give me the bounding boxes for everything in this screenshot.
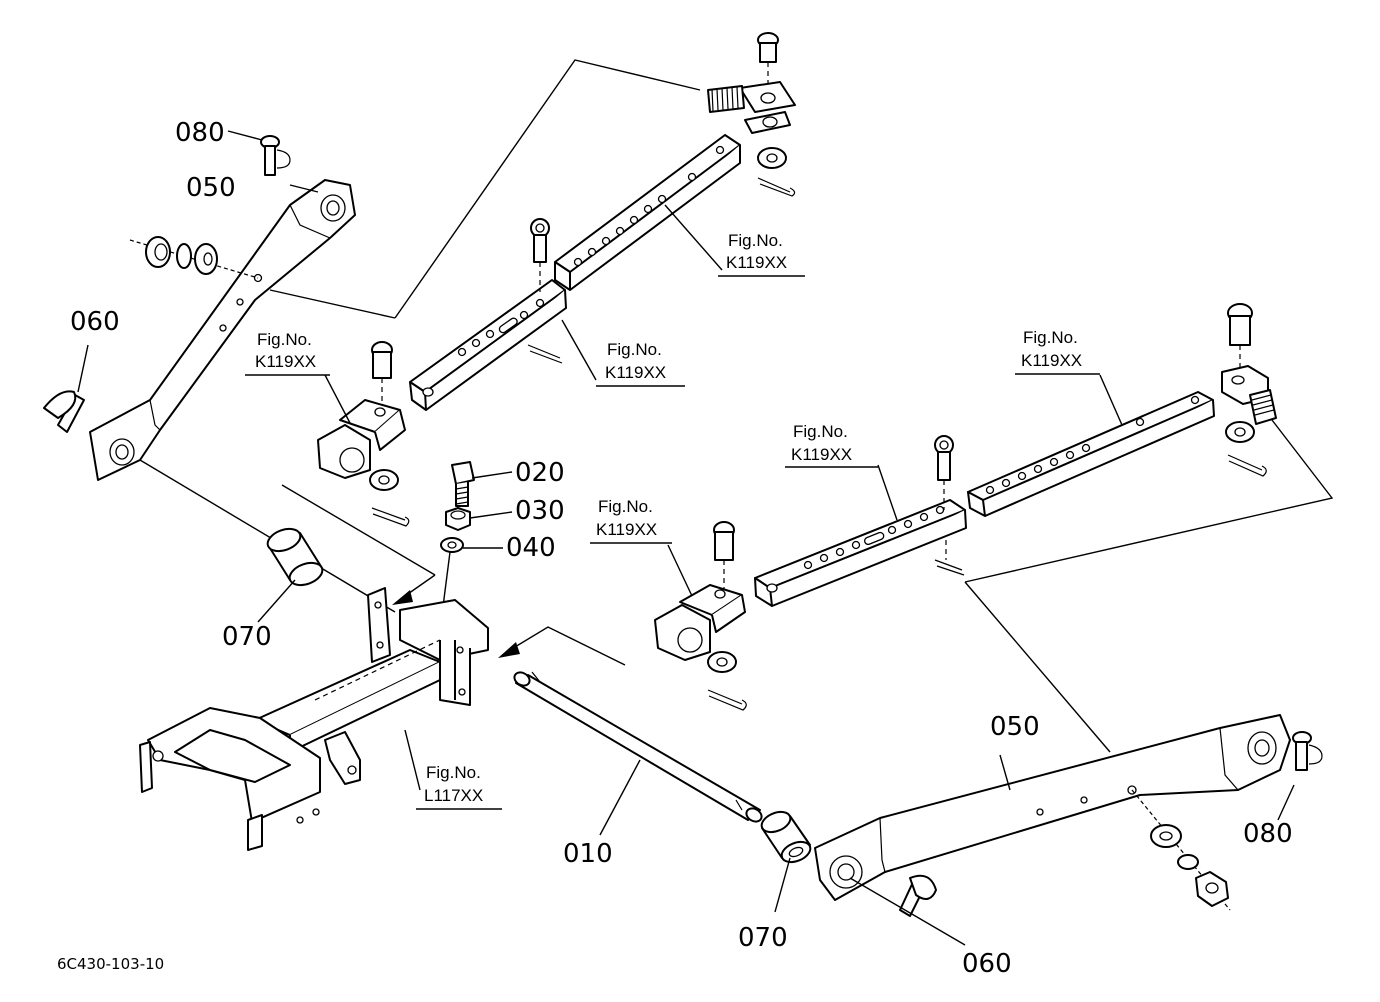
top-link-tube-lower[interactable] (409, 279, 567, 411)
top-link-clevis-lower[interactable] (317, 341, 410, 527)
label-080-top: 080 (175, 118, 225, 148)
svg-text:K119XX: K119XX (1021, 351, 1082, 370)
collar-070-bottom[interactable] (759, 808, 814, 913)
svg-text:K119XX: K119XX (255, 352, 316, 371)
svg-text:Fig.No.: Fig.No. (607, 340, 662, 359)
figref-top-link-upper[interactable]: Fig.No. K119XX (718, 231, 805, 277)
figref-right-link-middle[interactable]: Fig.No. K119XX (785, 422, 878, 468)
pin-060-left[interactable] (43, 344, 89, 433)
shaft-010[interactable] (512, 670, 764, 836)
right-link-clevis-upper[interactable] (1221, 303, 1277, 477)
label-070-left: 070 (222, 622, 272, 652)
nut-washer-set-left[interactable] (129, 236, 259, 279)
label-010: 010 (563, 839, 613, 869)
figref-right-link-clevis[interactable]: Fig.No. K119XX (590, 497, 672, 544)
top-link-lock-pin[interactable] (527, 218, 563, 364)
nut-washer-set-right[interactable] (1131, 789, 1231, 911)
label-050-bottom: 050 (990, 712, 1040, 742)
lower-link-left[interactable] (89, 179, 356, 481)
figref-right-link-upper[interactable]: Fig.No. K119XX (1015, 328, 1100, 375)
pin-080-right[interactable] (1277, 731, 1323, 821)
right-link-tube-lower[interactable] (754, 499, 967, 607)
collar-070-left[interactable] (257, 525, 325, 623)
svg-text:L117XX: L117XX (424, 786, 483, 805)
svg-text:K119XX: K119XX (596, 520, 657, 539)
label-070-bottom: 070 (738, 923, 788, 953)
svg-text:Fig.No.: Fig.No. (728, 231, 783, 250)
arrow-left-bracket (281, 484, 436, 605)
figref-top-link-middle[interactable]: Fig.No. K119XX (596, 340, 685, 387)
figref-top-link-clevis[interactable]: Fig.No. K119XX (245, 330, 330, 376)
label-080-right: 080 (1243, 819, 1293, 849)
lower-link-right[interactable] (814, 714, 1291, 901)
label-060-left: 060 (70, 307, 120, 337)
svg-text:Fig.No.: Fig.No. (426, 763, 481, 782)
svg-text:Fig.No.: Fig.No. (793, 422, 848, 441)
hitch-frame[interactable] (139, 587, 489, 851)
document-id: 6C430-103-10 (57, 955, 164, 973)
svg-text:Fig.No.: Fig.No. (257, 330, 312, 349)
pin-080-top[interactable] (227, 130, 319, 193)
svg-text:Fig.No.: Fig.No. (1023, 328, 1078, 347)
pin-060-bottom[interactable] (849, 874, 966, 946)
washer-040[interactable] (440, 537, 503, 553)
top-link-clevis-upper[interactable] (707, 32, 796, 197)
svg-text:Fig.No.: Fig.No. (598, 497, 653, 516)
label-060-bottom: 060 (962, 949, 1012, 979)
right-link-tube-upper[interactable] (967, 391, 1215, 517)
label-020: 020 (515, 458, 565, 488)
label-040: 040 (506, 533, 556, 563)
svg-text:K119XX: K119XX (726, 253, 787, 272)
right-link-lock-pin[interactable] (934, 435, 965, 576)
arrow-right-bracket (498, 626, 626, 666)
top-link-tube-upper[interactable] (554, 134, 741, 291)
label-050-top: 050 (186, 173, 236, 203)
figref-frame[interactable]: Fig.No. L117XX (416, 763, 502, 810)
label-030: 030 (515, 496, 565, 526)
right-link-clevis-lower[interactable] (654, 521, 747, 711)
bolt-020[interactable] (451, 461, 513, 507)
svg-text:K119XX: K119XX (791, 445, 852, 464)
nut-030[interactable] (445, 507, 513, 531)
svg-text:K119XX: K119XX (605, 363, 666, 382)
